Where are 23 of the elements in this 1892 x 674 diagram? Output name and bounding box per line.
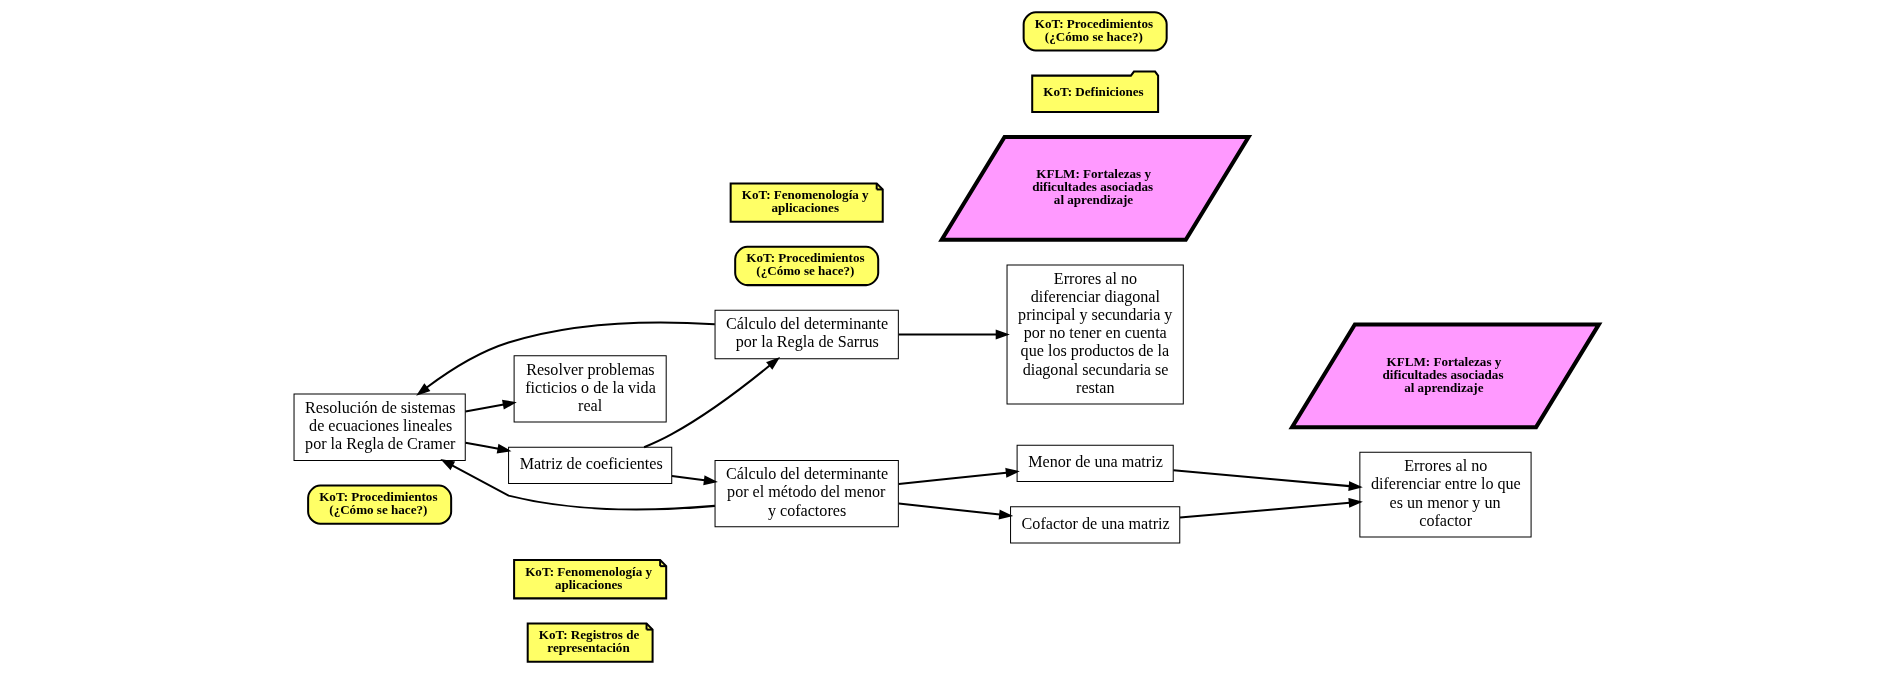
node-box: Cálculo del determinante por la Regla de Sarrus bbox=[714, 309, 899, 360]
node-box: KoT: Procedimientos (¿Cómo se hace?) bbox=[1022, 11, 1168, 52]
node-box: Menor de una matriz bbox=[1016, 444, 1174, 483]
arrow bbox=[898, 329, 1010, 340]
arrow bbox=[898, 502, 1013, 520]
arrow bbox=[415, 321, 715, 396]
node-box: KoT: Procedimientos (¿Cómo se hace?) bbox=[306, 484, 452, 525]
node-box: Cálculo del determinante por el método del menor y cofactores bbox=[714, 459, 899, 528]
arrow bbox=[671, 475, 718, 486]
node-box: Matriz de coeficientes bbox=[507, 446, 672, 485]
arrow bbox=[898, 467, 1020, 485]
arrow bbox=[464, 399, 517, 413]
arrow bbox=[464, 441, 511, 454]
node-box: Resolver problemas ficticios o de la vida real bbox=[513, 355, 667, 423]
node-box: Errores al no diferenciar entre lo que es un menor y un cofactor bbox=[1358, 451, 1532, 538]
node-box: Errores al no diferenciar diagonal principal y secundaria y por no tener en cuenta que los productos de la diagonal secundaria se restan bbox=[1006, 264, 1184, 405]
node-box: KoT: Procedimientos (¿Cómo se hace?) bbox=[733, 245, 879, 287]
arrow bbox=[1179, 498, 1363, 519]
node-box: Cofactor de una matriz bbox=[1009, 506, 1180, 544]
arrow bbox=[439, 459, 715, 511]
node-box: Resolución de sistemas de ecuaciones lineales por la Regla de Cramer bbox=[293, 393, 466, 461]
arrow bbox=[643, 356, 780, 449]
arrow bbox=[1172, 469, 1363, 491]
